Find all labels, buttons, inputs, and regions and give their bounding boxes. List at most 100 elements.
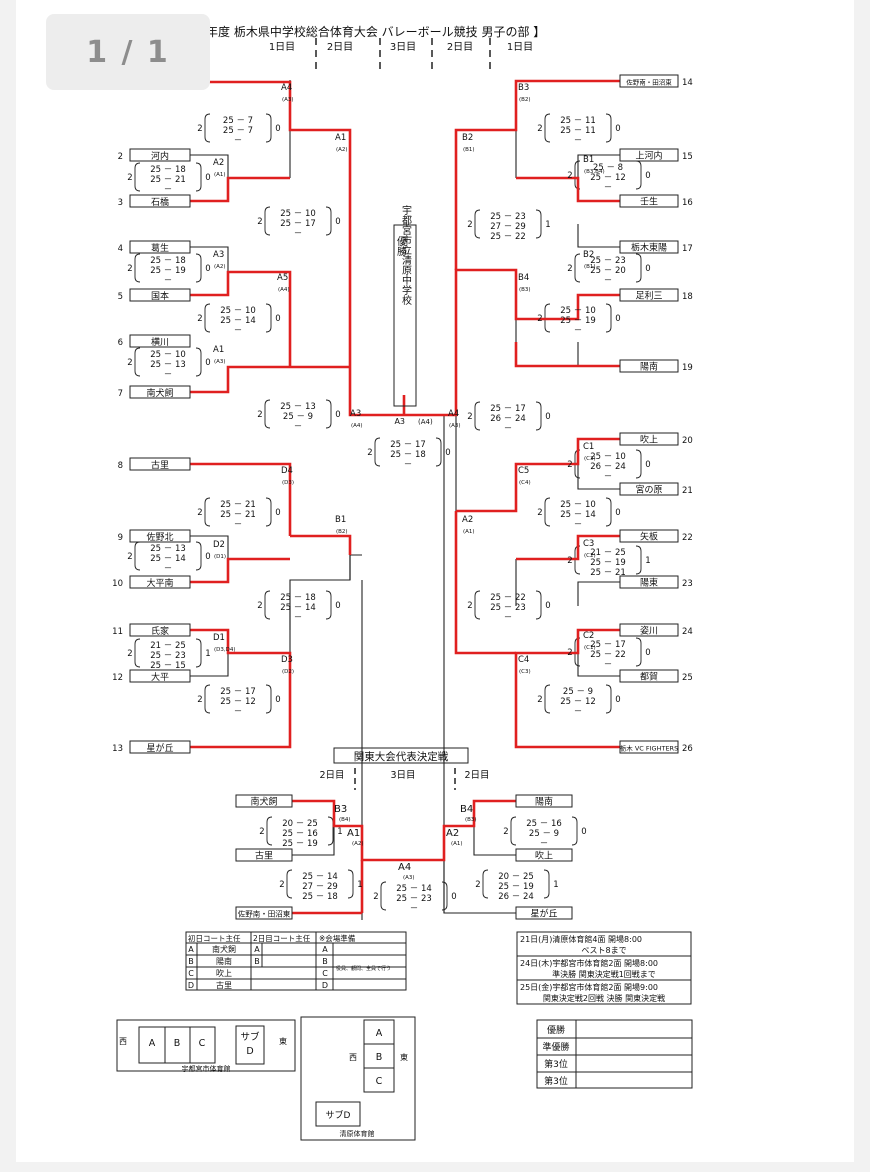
kanto-set-score: 25 － 19	[498, 882, 534, 892]
bracket-line	[577, 464, 620, 490]
bracket-paren	[544, 684, 551, 714]
set-score: 25 － 8	[593, 163, 623, 173]
court-id: (B3)	[519, 287, 531, 293]
match-id: C3	[583, 539, 594, 549]
match-id: B2	[583, 250, 594, 260]
champion-box	[393, 224, 417, 407]
sets-won: 2	[537, 314, 542, 324]
bracket-paren	[635, 637, 642, 667]
sets-lost: 0	[615, 124, 620, 134]
court-letter: C	[322, 969, 328, 978]
bracket-paren	[474, 209, 481, 239]
bracket-paren	[204, 497, 211, 527]
bracket-paren	[195, 253, 202, 283]
team-name: 大平	[151, 671, 169, 683]
bracket-paren	[510, 816, 517, 846]
match-id: A2	[462, 515, 473, 525]
court-letter: C	[199, 1038, 206, 1049]
winner-path-lines	[190, 79, 620, 915]
sets-won: 2	[467, 412, 472, 422]
set-score: 25 － 22	[490, 593, 526, 603]
match-id: D2	[213, 540, 225, 550]
court-id: (B1)	[463, 147, 475, 153]
match-id: D3	[281, 655, 293, 665]
court-id: (D3)	[282, 480, 294, 486]
court-letter: A	[149, 1038, 156, 1049]
sets-won: 2	[127, 552, 132, 562]
team-box	[129, 575, 191, 589]
sets-won: 2	[537, 124, 542, 134]
sets-lost: 1	[545, 220, 550, 230]
kanto-set-score: －	[410, 904, 419, 914]
set-score: 25 － 17	[220, 687, 256, 697]
day-column-label: 1日目	[269, 42, 295, 53]
court-letter: A	[254, 945, 260, 954]
court-id: (A1)	[451, 841, 463, 847]
team-boxes	[116, 74, 693, 1141]
sets-lost: 0	[205, 552, 210, 562]
court-id: (A4)	[351, 423, 363, 429]
sets-lost: 0	[335, 410, 340, 420]
match-id: A4	[281, 83, 292, 93]
team-name: 佐野北	[146, 531, 173, 543]
set-score: －	[164, 564, 173, 574]
match-id: A3	[213, 250, 224, 260]
schedule-line: 25日(金)宇都宮市体育館2面 開場9:00	[520, 982, 658, 992]
kanto-match-id: B4	[460, 804, 473, 815]
match-id: B1	[335, 515, 346, 525]
bracket-paren	[441, 881, 448, 911]
bracket-paren	[635, 160, 642, 190]
kanto-day-label: 2日目	[319, 770, 344, 781]
court-id: (A4)	[278, 287, 290, 293]
bracket-paren	[266, 816, 273, 846]
sets-won: 2	[197, 124, 202, 134]
sets-won: 2	[367, 448, 372, 458]
team-box	[129, 194, 191, 208]
set-score: 25 － 18	[390, 450, 426, 460]
sets-lost: 0	[615, 314, 620, 324]
team-name: 都賀	[640, 671, 658, 683]
team-name: 葛生	[151, 242, 169, 254]
sets-won: 2	[127, 358, 132, 368]
court-letter: B	[254, 957, 260, 966]
court-id: (A3)	[449, 423, 461, 429]
team-box	[129, 669, 191, 683]
bracket-paren	[204, 684, 211, 714]
kanto-team-box	[235, 794, 293, 808]
court-id: (C3)	[584, 456, 596, 462]
bracket-paren	[535, 590, 542, 620]
match-id: A2	[213, 158, 224, 168]
team-name: 河内	[151, 150, 169, 162]
final-match-label: A3	[394, 417, 405, 426]
set-score: －	[234, 520, 243, 530]
set-score: －	[574, 520, 583, 530]
set-score: 25 － 10	[150, 350, 186, 360]
winner-line	[190, 462, 292, 536]
team-seed: 3	[118, 198, 123, 208]
match-id: C2	[583, 631, 594, 641]
set-score: 25 － 23	[590, 256, 626, 266]
sets-lost: 0	[645, 460, 650, 470]
team-name: 栃木 VC FIGHTERS	[620, 744, 678, 753]
bracket-line	[473, 826, 516, 856]
set-score: 25 － 21	[220, 500, 256, 510]
bracket-paren	[286, 869, 293, 899]
bracket-paren	[635, 449, 642, 479]
team-seed: 17	[682, 244, 693, 254]
team-name: 佐野南・田沼東	[626, 78, 672, 87]
winner-line	[190, 176, 290, 203]
day-column-label: 2日目	[447, 42, 473, 53]
winner-line	[456, 437, 620, 513]
sets-lost: 0	[545, 601, 550, 611]
match-id: B3	[518, 83, 529, 93]
court-id: (A3)	[214, 359, 226, 365]
kanto-team-name: 佐野南・田沼東	[238, 909, 291, 919]
set-score: 25 － 18	[150, 165, 186, 175]
court-letter: C	[376, 1076, 383, 1087]
bracket-paren	[535, 209, 542, 239]
sets-lost: 0	[615, 508, 620, 518]
set-score: 25 － 15	[150, 661, 186, 671]
team-seed: 24	[682, 627, 693, 637]
